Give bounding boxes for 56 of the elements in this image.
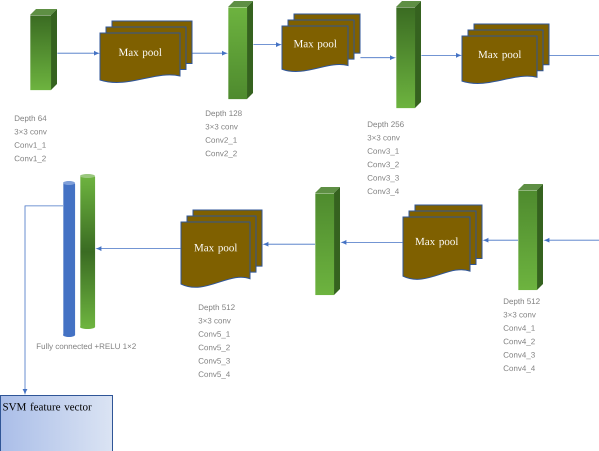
arrow bbox=[421, 53, 461, 58]
layer-caption: Depth 512 3×3 conv Conv5_1 Conv5_2 Conv5_3 Conv5_4 bbox=[198, 304, 235, 379]
max-pool-box: Max pool bbox=[402, 204, 482, 280]
layer-cylinder bbox=[80, 174, 95, 329]
node-label: Conv5_4 bbox=[198, 371, 230, 379]
node-label: 3×3 conv bbox=[504, 312, 536, 318]
output-box: SVM feature vector bbox=[0, 395, 113, 451]
conv-layer-bar bbox=[518, 184, 543, 290]
node-label: Conv3_3 bbox=[368, 175, 399, 182]
node-label: 3×3 conv bbox=[368, 134, 400, 140]
arrow bbox=[484, 238, 518, 242]
layer-caption: Depth 256 3×3 conv Conv3_1 Conv3_2 Conv3_3 Conv3_4 bbox=[368, 121, 404, 196]
node-label: Conv5_2 bbox=[198, 344, 230, 352]
arrow bbox=[544, 238, 599, 242]
node-label: Conv4_1 bbox=[504, 325, 535, 332]
node-label: Depth 512 bbox=[504, 298, 540, 306]
node-label: 3×3 conv bbox=[206, 124, 238, 130]
arrow bbox=[22, 205, 64, 394]
arrow bbox=[342, 240, 404, 245]
node-label: Depth 512 bbox=[198, 304, 235, 312]
layer-cylinder bbox=[63, 181, 75, 337]
node-label: Conv3_2 bbox=[368, 162, 399, 169]
node-label: Conv2_2 bbox=[206, 150, 237, 158]
node-label: Depth 128 bbox=[206, 110, 242, 118]
conv-layer-bar bbox=[30, 9, 57, 90]
conv-layer-bar bbox=[228, 1, 253, 99]
arrow bbox=[192, 51, 227, 56]
node-label: Depth 256 bbox=[368, 121, 404, 129]
max-pool-box: Max pool bbox=[100, 20, 192, 83]
node-label: Conv1_2 bbox=[14, 156, 46, 163]
conv-layer-bar bbox=[396, 1, 421, 108]
node-label: 3×3 conv bbox=[198, 318, 231, 324]
layer-caption: Depth 64 3×3 conv Conv1_1 Conv1_2 bbox=[14, 115, 47, 163]
layer-caption: Depth 128 3×3 conv Conv2_1 Conv2_2 bbox=[206, 110, 242, 158]
node-label: Conv5_1 bbox=[198, 331, 230, 338]
node-label: Conv3_1 bbox=[368, 148, 399, 156]
node-label: 3×3 conv bbox=[14, 128, 47, 134]
conv-layer-bar bbox=[315, 187, 340, 295]
node-label: Conv4_2 bbox=[504, 338, 535, 346]
layer-caption: Depth 512 3×3 conv Conv4_1 Conv4_2 Conv4_3 Conv4_4 bbox=[504, 298, 540, 373]
max-pool-box: Max pool bbox=[282, 14, 360, 72]
node-label: Conv3_4 bbox=[368, 188, 399, 196]
arrow bbox=[96, 246, 182, 251]
arrow bbox=[57, 51, 99, 56]
node-label: Depth 64 bbox=[14, 115, 46, 123]
arrow bbox=[253, 42, 281, 47]
max-pool-box: Max pool bbox=[462, 24, 550, 84]
node-label: Conv1_1 bbox=[14, 142, 46, 150]
layer-caption: Fully connected +RELU 1×2 bbox=[36, 343, 136, 351]
node-label: Conv4_3 bbox=[504, 352, 535, 360]
arrow bbox=[264, 242, 316, 246]
node-label: Conv5_3 bbox=[198, 358, 230, 366]
node-label: Conv4_4 bbox=[504, 365, 535, 373]
arrow bbox=[360, 56, 395, 60]
max-pool-box: Max pool bbox=[180, 210, 262, 288]
node-label: Conv2_1 bbox=[206, 137, 237, 144]
